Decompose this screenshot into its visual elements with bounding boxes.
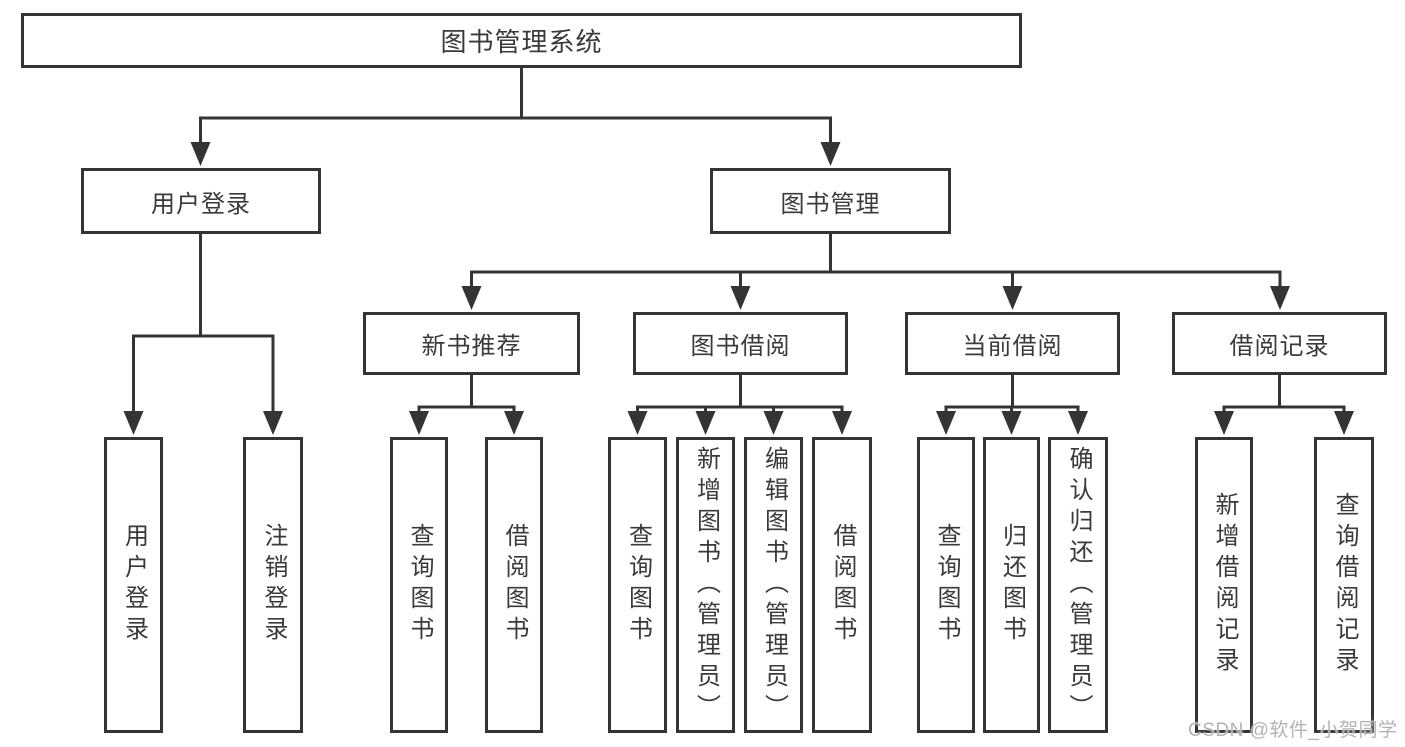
leaf-label: 编辑图书（管理员） [760, 445, 788, 725]
leaf-add-books-admin: 新增图书（管理员） [676, 437, 735, 733]
leaf-query-books: 查询图书 [608, 437, 667, 733]
leaf-edit-books-admin: 编辑图书（管理员） [744, 437, 803, 733]
node-current-borrow: 当前借阅 [905, 312, 1120, 375]
leaf-label: 查询图书 [624, 523, 652, 647]
node-user-login: 用户登录 [81, 168, 321, 234]
leaf-label: 查询图书 [933, 523, 960, 647]
leaf-user-login: 用户登录 [104, 437, 163, 733]
leaf-label: 归还图书 [998, 523, 1026, 647]
node-label: 图书管理系统 [440, 27, 603, 57]
leaf-query-books: 查询图书 [917, 437, 975, 733]
leaf-label: 查询图书 [406, 523, 433, 647]
leaf-label: 确认归还（管理员） [1065, 445, 1092, 725]
leaf-logout: 注销登录 [243, 437, 303, 733]
node-new-book-recommend: 新书推荐 [363, 312, 580, 375]
leaf-add-borrow-record: 新增借阅记录 [1195, 437, 1253, 733]
leaf-borrow-books: 借阅图书 [485, 437, 543, 733]
node-label: 借阅记录 [1229, 333, 1330, 360]
leaf-label: 借阅图书 [829, 523, 856, 647]
leaf-label: 新增图书（管理员） [692, 445, 720, 725]
leaf-borrow-books: 借阅图书 [812, 437, 872, 733]
leaf-query-books: 查询图书 [390, 437, 448, 733]
node-label: 新书推荐 [421, 333, 522, 360]
node-book-borrow: 图书借阅 [633, 312, 848, 375]
node-label: 图书管理 [780, 190, 881, 218]
node-label: 当前借阅 [962, 333, 1063, 360]
leaf-return-books: 归还图书 [983, 437, 1040, 733]
leaf-label: 注销登录 [260, 523, 287, 647]
leaf-label: 借阅图书 [501, 523, 528, 647]
node-book-management: 图书管理 [710, 168, 951, 234]
node-root-system: 图书管理系统 [21, 13, 1022, 68]
leaf-label: 新增借阅记录 [1211, 492, 1238, 678]
leaf-query-borrow-record: 查询借阅记录 [1314, 437, 1374, 733]
node-label: 图书借阅 [690, 333, 791, 360]
leaf-label: 查询借阅记录 [1331, 492, 1358, 678]
node-label: 用户登录 [151, 190, 251, 218]
leaf-confirm-return-admin: 确认归还（管理员） [1048, 437, 1108, 733]
csdn-watermark: CSDN @软件_小贺同学 [1188, 720, 1398, 741]
leaf-label: 用户登录 [120, 523, 148, 647]
node-borrow-record: 借阅记录 [1172, 312, 1387, 375]
